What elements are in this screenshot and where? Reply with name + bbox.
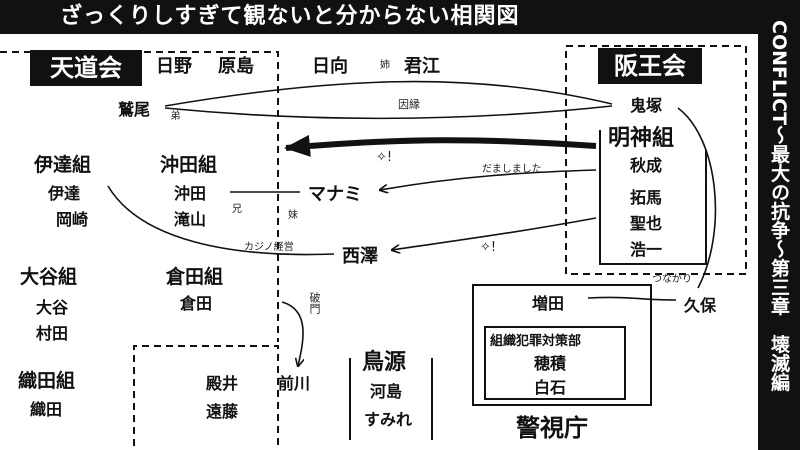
koichi-label: 浩一 xyxy=(630,240,663,259)
masuda-kubo-line xyxy=(587,296,677,301)
murata-label: 村田 xyxy=(36,324,69,343)
diagram-title: ざっくりしすぎて観ないと分からない相関図 xyxy=(60,4,520,29)
oda-label: 織田 xyxy=(30,400,63,419)
hinata-label: 日向 xyxy=(312,56,348,77)
expulsion-arrow xyxy=(281,301,303,366)
nishizawa-arrow xyxy=(392,217,597,250)
kimie-label: 君江 xyxy=(404,56,440,77)
endo-label: 遠藤 xyxy=(206,402,239,421)
maekawa-label: 前川 xyxy=(278,374,311,393)
casino-tag: カジノ経営 xyxy=(244,242,294,253)
tendoukai-badge: 天道会 xyxy=(30,50,142,86)
takiyama-label: 滝山 xyxy=(174,210,207,229)
kawashima-label: 河島 xyxy=(370,382,403,401)
mark-upper: ✧! xyxy=(376,150,393,165)
otani-gumi-title: 大谷組 xyxy=(20,266,78,288)
washio-label: 鷲尾 xyxy=(118,100,151,119)
torigen-title: 鳥源 xyxy=(362,350,407,375)
torigen-bracket xyxy=(349,358,433,440)
deception-arrow xyxy=(380,169,597,190)
takuma-label: 拓馬 xyxy=(630,188,663,207)
kimie-tag: 姉 xyxy=(380,60,390,71)
okita-label: 沖田 xyxy=(174,184,207,203)
tendoukai-lower-zone xyxy=(133,345,279,450)
manami-label: マナミ xyxy=(308,184,362,205)
otani-label: 大谷 xyxy=(36,298,69,317)
seiya-label: 聖也 xyxy=(630,214,663,233)
tendoukai-territory xyxy=(0,51,279,342)
harashima-label: 原島 xyxy=(218,56,254,77)
nishizawa-label: 西澤 xyxy=(342,246,378,267)
sumire-label: すみれ xyxy=(364,410,413,429)
police-title: 警視庁 xyxy=(512,408,592,443)
hozumi-label: 穂積 xyxy=(534,354,567,373)
sotaibu-box xyxy=(484,326,626,400)
hanoukai-badge: 阪王会 xyxy=(598,48,702,84)
akinari-label: 秋成 xyxy=(630,156,663,175)
hanoukai-territory xyxy=(565,45,747,275)
damashita-tag: だましました xyxy=(482,164,542,175)
tsunagari-line xyxy=(677,107,717,289)
innen-line-lower xyxy=(164,105,613,120)
manami-tag: 妹 xyxy=(288,210,298,221)
kurata-gumi-title: 倉田組 xyxy=(166,266,224,288)
okita-gumi-title: 沖田組 xyxy=(160,154,218,176)
side-title: CONFLICT～最大の抗争～第三章 壊滅編 xyxy=(768,20,790,392)
kurata-label: 倉田 xyxy=(180,294,213,313)
mark-lower: ✧! xyxy=(480,240,497,255)
police-box xyxy=(472,284,652,406)
washio-tag: 弟 xyxy=(168,110,179,120)
side-bar xyxy=(758,0,800,450)
casino-line xyxy=(107,185,335,256)
masuda-label: 増田 xyxy=(532,294,565,313)
title-bar xyxy=(0,0,800,34)
kubo-label: 久保 xyxy=(684,296,717,315)
hamon-tag: 破門 xyxy=(308,292,321,314)
sotaibu-title: 組織犯罪対策部 xyxy=(490,334,582,349)
innen-line-upper xyxy=(164,80,613,107)
onizuka-label: 鬼塚 xyxy=(630,96,663,115)
myojin-title: 明神組 xyxy=(608,126,675,151)
date-gumi-title: 伊達組 xyxy=(34,154,92,176)
shiraishi-label: 白石 xyxy=(534,378,567,397)
tsunagari-tag: つながり xyxy=(652,274,692,285)
myojin-bracket xyxy=(599,130,707,265)
okazaki-label: 岡崎 xyxy=(56,210,89,229)
oda-gumi-title: 織田組 xyxy=(18,370,76,392)
okita-tag: 兄 xyxy=(232,204,242,215)
hino-label: 日野 xyxy=(156,56,192,77)
tonoi-label: 殿井 xyxy=(206,374,239,393)
innen-tag: 因縁 xyxy=(398,98,420,111)
date-label: 伊達 xyxy=(48,184,81,203)
war-arrow xyxy=(284,134,597,157)
